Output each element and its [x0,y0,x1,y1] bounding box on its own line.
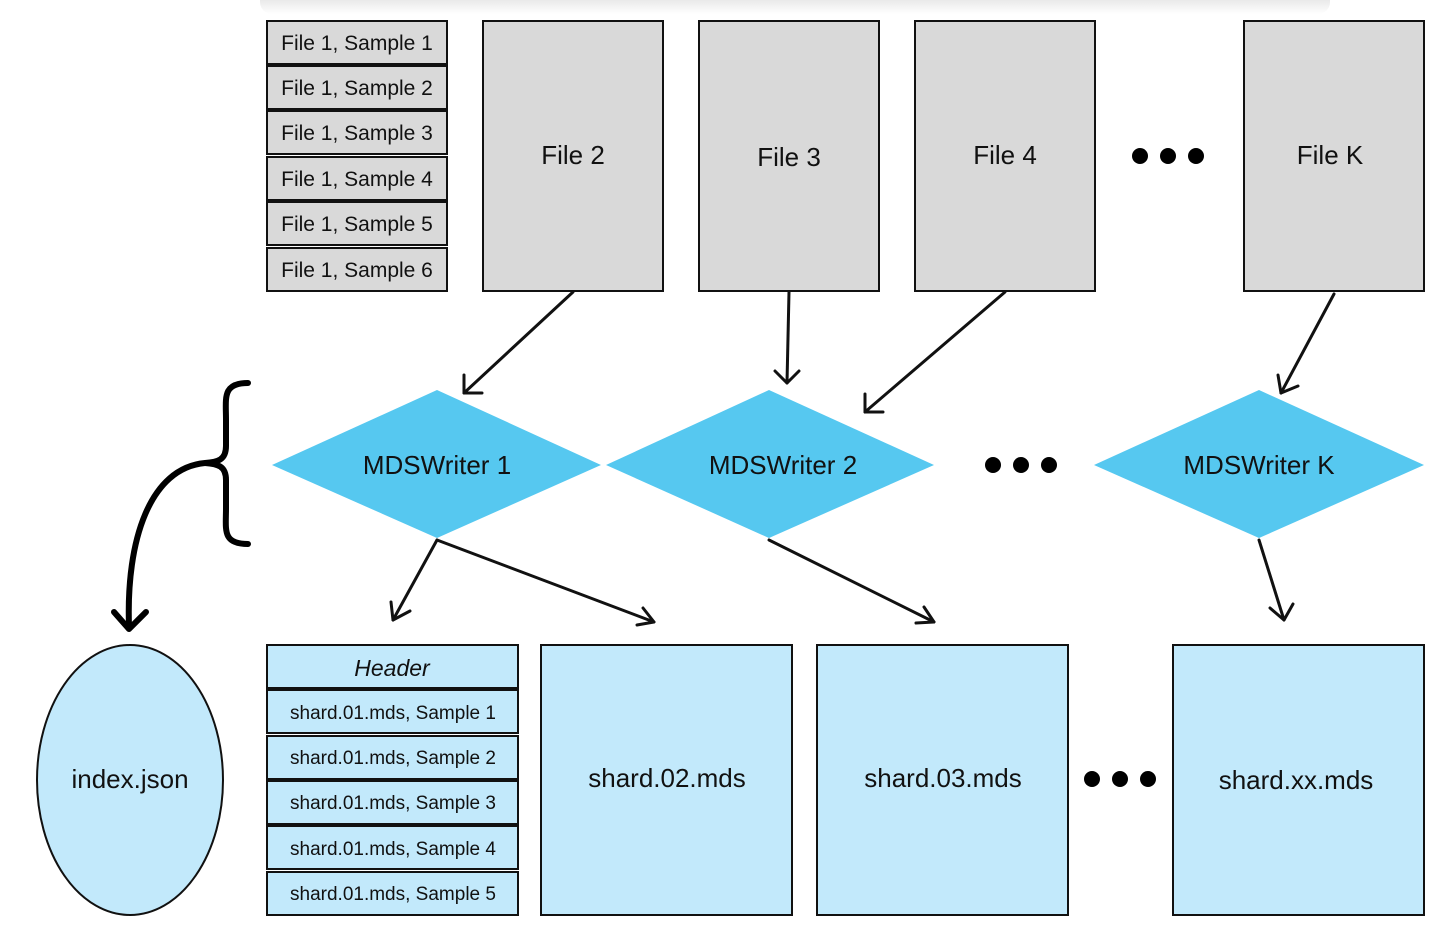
file1-sample-2: File 1, Sample 2 [266,65,448,110]
arrow-writerK-to-shardxx [1257,538,1295,622]
file1-sample-4: File 1, Sample 4 [266,156,448,201]
ellipsis-writers [985,457,1057,473]
file4-label: File 4 [973,140,1037,170]
shard01-sample-1-label: shard.01.mds, Sample 1 [290,703,496,724]
file1-sample-6-label: File 1, Sample 6 [281,259,433,282]
arrow-brace-to-index [111,460,208,632]
shardxx-box: shard.xx.mds [1172,644,1425,916]
shard01-sample-3: shard.01.mds, Sample 3 [266,780,519,825]
shard01-header-label: Header [354,655,431,681]
file1-sample-3: File 1, Sample 3 [266,110,448,155]
shard01-stack: Header shard.01.mds, Sample 1 shard.01.m… [266,644,519,916]
arrow-file4-to-writer2 [863,290,1007,414]
shard03-label: shard.03.mds [864,763,1022,793]
file4-box: File 4 [914,20,1096,292]
file1-sample-1-label: File 1, Sample 1 [281,32,433,55]
top-shadow [260,0,1330,14]
shard01-sample-2: shard.01.mds, Sample 2 [266,735,519,780]
shard01-sample-1: shard.01.mds, Sample 1 [266,689,519,734]
file3-box: File 3 [698,20,880,292]
file1-sample-6: File 1, Sample 6 [266,247,448,292]
file1-sample-1: File 1, Sample 1 [266,20,448,65]
shard01-sample-5-label: shard.01.mds, Sample 5 [290,884,496,905]
file2-box: File 2 [482,20,664,292]
file1-sample-3-label: File 1, Sample 3 [281,122,433,145]
file3-label: File 3 [757,142,821,172]
shard01-sample-2-label: shard.01.mds, Sample 2 [290,748,496,769]
writer1-label: MDSWriter 1 [363,450,511,480]
file1-sample-2-label: File 1, Sample 2 [281,77,433,100]
writer1-diamond: MDSWriter 1 [272,390,601,538]
shard02-label: shard.02.mds [588,763,746,793]
shard01-sample-4: shard.01.mds, Sample 4 [266,825,519,870]
shard01-sample-5: shard.01.mds, Sample 5 [266,871,519,916]
writerK-label: MDSWriter K [1183,450,1335,480]
arrow-file3-to-writer2 [773,290,801,385]
arrow-writer2-to-shard03 [767,538,936,625]
arrow-fileK-to-writerK [1276,292,1336,395]
file1-sample-5-label: File 1, Sample 5 [281,213,433,236]
shard01-sample-4-label: shard.01.mds, Sample 4 [290,839,496,860]
file2-label: File 2 [541,140,605,170]
fileK-label: File K [1297,140,1364,170]
writer2-label: MDSWriter 2 [709,450,857,480]
index-json-label: index.json [71,764,188,794]
shard01-header: Header [266,644,519,689]
arrow-file2-to-writer1 [462,290,575,395]
arrow-writer1-to-shard02 [435,538,656,627]
writers-brace [204,380,251,547]
writer2-diamond: MDSWriter 2 [606,390,934,538]
ellipsis-files [1132,148,1204,164]
arrow-writer1-to-shard01 [389,538,439,622]
file1-sample-5: File 1, Sample 5 [266,201,448,246]
file1-sample-stack: File 1, Sample 1 File 1, Sample 2 File 1… [266,20,448,292]
shard02-box: shard.02.mds [540,644,793,916]
fileK-box: File K [1243,20,1425,292]
index-json-ellipse: index.json [36,644,224,916]
shard03-box: shard.03.mds [816,644,1069,916]
shardxx-label: shard.xx.mds [1219,765,1374,795]
shard01-sample-3-label: shard.01.mds, Sample 3 [290,793,496,814]
ellipsis-shards [1084,771,1156,787]
writerK-diamond: MDSWriter K [1094,390,1424,538]
file1-sample-4-label: File 1, Sample 4 [281,168,433,191]
